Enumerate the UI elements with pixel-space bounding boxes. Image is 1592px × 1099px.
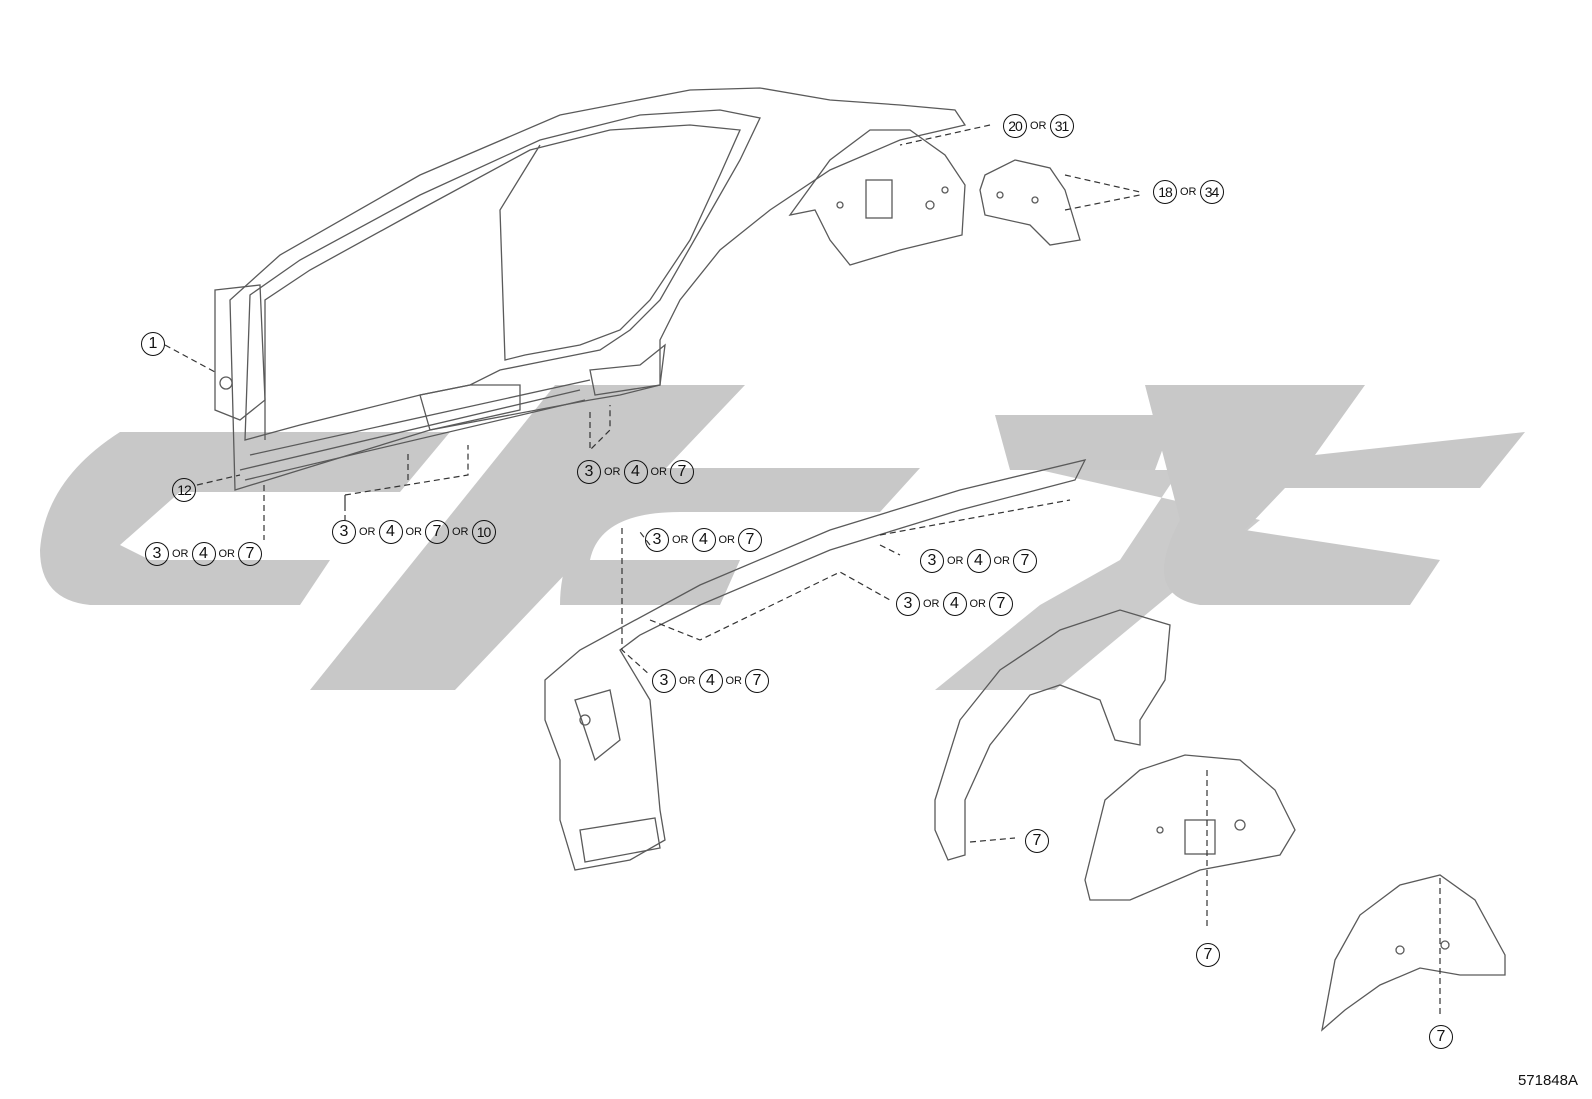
part-number-3: 3 [896, 592, 920, 616]
part-number-10: 10 [471, 520, 496, 544]
reference-code: 571848A [1517, 1072, 1578, 1089]
part-number-1: 1 [141, 332, 165, 356]
or-separator: OR [725, 675, 743, 687]
part-number-3: 3 [652, 669, 676, 693]
or-separator: OR [650, 466, 668, 478]
or-separator: OR [969, 598, 987, 610]
rear-bracket [979, 159, 1081, 246]
part-number-7: 7 [745, 669, 769, 693]
part-number-3: 3 [332, 520, 356, 544]
part-number-4: 4 [698, 669, 723, 693]
callout-part-7: 7 [1196, 943, 1220, 967]
or-separator: OR [1030, 120, 1047, 132]
part-number-7: 7 [670, 460, 694, 484]
part-number-7: 7 [1013, 549, 1037, 573]
or-separator: OR [405, 526, 423, 538]
part-number-7: 7 [1025, 829, 1049, 853]
or-separator: OR [1180, 186, 1197, 198]
inner-reinforcement [544, 459, 1087, 871]
part-number-7: 7 [1429, 1025, 1453, 1049]
part-number-4: 4 [691, 528, 716, 552]
part-number-4: 4 [623, 460, 648, 484]
wheelhouse-outer [934, 609, 1171, 861]
or-separator: OR [672, 534, 689, 546]
part-number-20: 20 [1003, 114, 1027, 138]
or-separator: OR [218, 548, 236, 560]
callout-part-1: 1 [141, 332, 165, 356]
or-separator: OR [718, 534, 736, 546]
or-separator: OR [172, 548, 189, 560]
callout-part-7: 7 [1025, 829, 1049, 853]
rear-upper-panel [788, 129, 966, 266]
part-number-3: 3 [645, 528, 669, 552]
or-separator: OR [679, 675, 696, 687]
part-number-3: 3 [577, 460, 601, 484]
part-number-7: 7 [238, 542, 262, 566]
or-separator: OR [452, 526, 469, 538]
callout-part-7: 7 [1429, 1025, 1453, 1049]
part-number-4: 4 [942, 592, 967, 616]
part-number-7: 7 [1196, 943, 1220, 967]
part-number-31: 31 [1049, 114, 1074, 138]
part-number-12: 12 [172, 478, 196, 502]
or-separator: OR [604, 466, 621, 478]
or-separator: OR [947, 555, 964, 567]
or-separator: OR [993, 555, 1011, 567]
part-number-3: 3 [920, 549, 944, 573]
part-number-7: 7 [425, 520, 449, 544]
wheelhouse-inner [1084, 754, 1296, 901]
part-number-4: 4 [378, 520, 403, 544]
part-number-7: 7 [989, 592, 1013, 616]
callout-part-12: 12 [172, 478, 196, 502]
part-number-7: 7 [738, 528, 762, 552]
watermark-logo [40, 385, 1525, 690]
side-panel-outer [214, 87, 967, 491]
or-separator: OR [923, 598, 940, 610]
part-number-4: 4 [191, 542, 216, 566]
wheelhouse-rear [1321, 874, 1506, 1032]
part-number-34: 34 [1199, 180, 1224, 204]
part-number-4: 4 [966, 549, 991, 573]
or-separator: OR [359, 526, 376, 538]
part-number-18: 18 [1153, 180, 1177, 204]
part-number-3: 3 [145, 542, 169, 566]
